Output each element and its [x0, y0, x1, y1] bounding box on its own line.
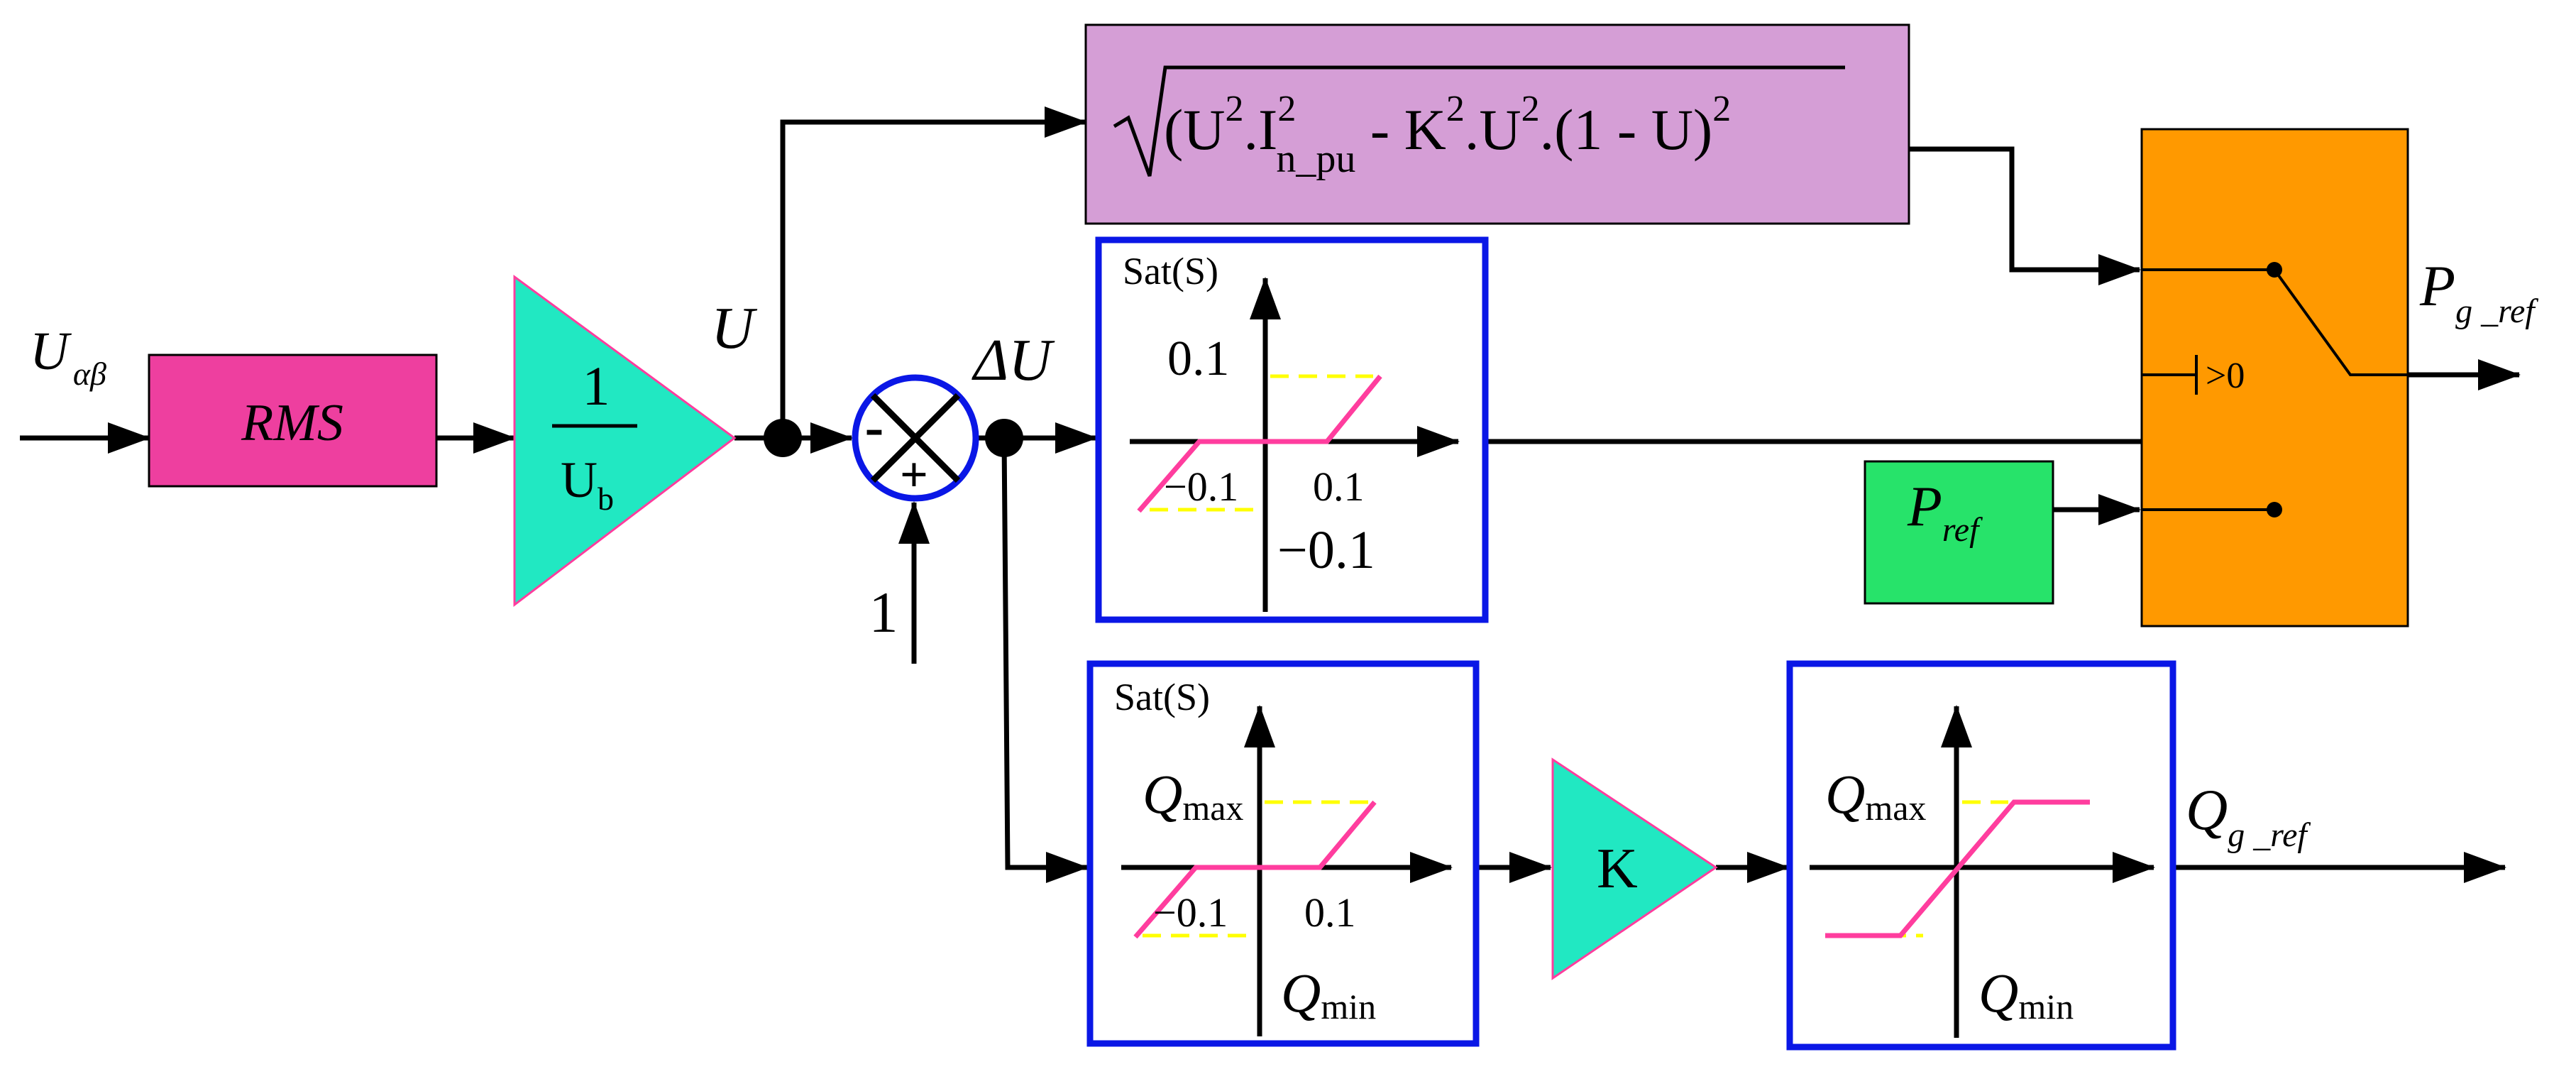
- sat-p-block: Sat(S) 0.1 −0.1 0.1 −0.1: [1095, 236, 1489, 623]
- sat-p-right-tick: 0.1: [1313, 464, 1365, 510]
- q-limiter-block: Qmax Qmin: [1786, 660, 2176, 1051]
- summing-junction: - +: [852, 374, 979, 503]
- pg-ref-label: Pg _ref: [2419, 253, 2538, 330]
- sat-q-qmax-label: Qmax: [1143, 763, 1243, 828]
- delta-u-label: ΔU: [971, 327, 1055, 393]
- sat-p-curve: [1137, 374, 1382, 513]
- rms-block: RMS: [148, 354, 438, 488]
- gain-block: 1 Ub: [513, 275, 737, 608]
- sat-q-block: Sat(S) Qmax −0.1 0.1 Qmin: [1086, 660, 1480, 1047]
- sat-p-bottom-tick: −0.1: [1277, 520, 1375, 580]
- switch-lever: [2273, 268, 2408, 376]
- gain-numerator: 1: [583, 355, 610, 417]
- u-to-formula-arrow: [780, 106, 1087, 438]
- sat-p-left-tick: −0.1: [1164, 464, 1238, 510]
- k-gain-block: K: [1551, 757, 1718, 980]
- limiter-curve: [1825, 799, 2090, 938]
- plus-sign: +: [900, 448, 928, 503]
- k-gain-label: K: [1597, 838, 1638, 900]
- sqrt-symbol: [1113, 65, 1845, 177]
- sat-q-right-tick: 0.1: [1304, 889, 1356, 936]
- sat-q-curve: [1133, 800, 1377, 939]
- rms-label: RMS: [241, 394, 343, 452]
- sat-q-qmin-label: Qmin: [1281, 962, 1376, 1026]
- switch-contact-3: [2267, 502, 2282, 517]
- minus-sign: -: [865, 396, 884, 459]
- u-junction-dot: [764, 419, 802, 457]
- pref-label: Pref: [1907, 476, 1983, 549]
- switch-criterion-label: >0: [2206, 356, 2245, 396]
- gain-denominator: Ub: [561, 451, 614, 517]
- u-signal-label: U: [711, 295, 758, 361]
- sat-q-left-tick: −0.1: [1153, 889, 1228, 936]
- const-one-label: 1: [869, 580, 898, 645]
- du-to-satq-arrow: [1001, 437, 1089, 883]
- sat-q-title: Sat(S): [1114, 676, 1210, 718]
- formula-to-switch-arrow: [1909, 146, 2141, 285]
- switch-block: >0: [2140, 128, 2409, 628]
- qg-ref-label: Qg _ref: [2186, 777, 2311, 854]
- sat-p-title: Sat(S): [1123, 250, 1218, 292]
- limiter-qmin-label: Qmin: [1978, 962, 2074, 1026]
- pref-block: Pref: [1864, 460, 2054, 605]
- limiter-qmax-label: Qmax: [1825, 763, 1926, 828]
- sat-p-top-tick: 0.1: [1167, 331, 1230, 386]
- du-junction-dot: [985, 419, 1023, 457]
